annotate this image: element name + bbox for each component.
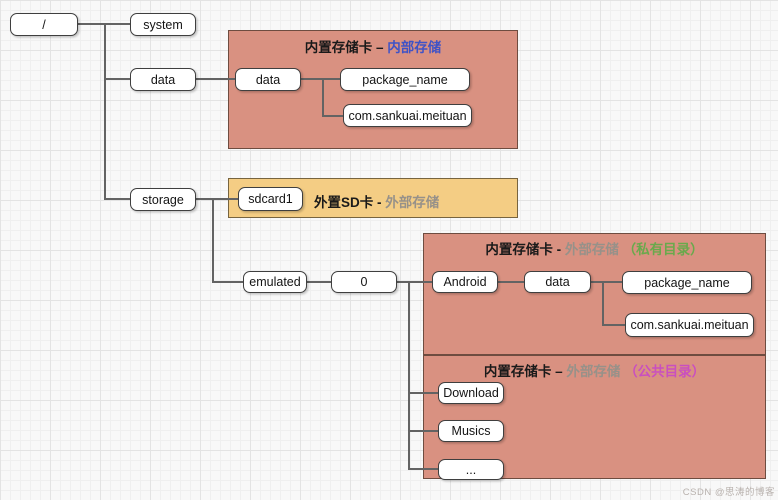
- edge-branch1-meituan: [322, 115, 343, 117]
- external-storage-box: [423, 233, 766, 479]
- external-public-title-tag: （公共目录）: [624, 364, 706, 379]
- edge-trunk-system: [104, 23, 130, 25]
- edge-storage-sdcard: [196, 198, 238, 200]
- node-data-external: data: [524, 271, 591, 293]
- node-sdcard1: sdcard1: [238, 187, 303, 211]
- edge-trunk1: [104, 23, 106, 200]
- edge-data2-branch: [301, 78, 323, 80]
- edge-android-data: [498, 281, 524, 283]
- node-android: Android: [432, 271, 498, 293]
- external-private-title-tag: （私有目录）: [622, 242, 704, 257]
- sdcard-box-title-main: 外置SD卡 -: [314, 195, 386, 210]
- internal-box-title: 内置存储卡 – 内部存储: [228, 36, 518, 56]
- edge-trunk2: [408, 281, 410, 470]
- edge-zero-trunk2: [397, 281, 410, 283]
- external-public-title-main: 内置存储卡 –: [483, 364, 567, 379]
- edge-root-trunk: [78, 23, 105, 25]
- node-zero: 0: [331, 271, 397, 293]
- edge-trunk2-more: [408, 468, 438, 470]
- csdn-watermark: CSDN @思涛的博客: [682, 487, 775, 498]
- edge-storage-down: [212, 198, 214, 283]
- edge-trunk2-android: [408, 281, 432, 283]
- edge-trunk-data: [104, 78, 130, 80]
- edge-branch1-package: [322, 78, 340, 80]
- edge-trunk2-musics: [408, 430, 438, 432]
- external-public-title: 内置存储卡 – 外部存储 （公共目录）: [423, 360, 766, 380]
- node-meituan-internal: com.sankuai.meituan: [343, 104, 472, 127]
- node-meituan-external: com.sankuai.meituan: [625, 313, 754, 337]
- node-emulated: emulated: [243, 271, 307, 293]
- edge-branch3-meituan: [602, 324, 625, 326]
- edge-branch3-package: [602, 281, 622, 283]
- edge-trunk-storage: [104, 198, 130, 200]
- node-data-tree: data: [130, 68, 196, 91]
- edge-emulated-zero: [307, 281, 331, 283]
- edge-data-to-internal: [196, 78, 235, 80]
- node-storage: storage: [130, 188, 196, 211]
- node-package-name-external: package_name: [622, 271, 752, 294]
- internal-box-title-main: 内置存储卡 –: [304, 40, 388, 55]
- sdcard-box-title: 外置SD卡 - 外部存储: [314, 191, 439, 211]
- internal-box-title-accent: 内部存储: [387, 40, 442, 55]
- edge-trunk2-download: [408, 392, 438, 394]
- edge-branch3-vertical: [602, 281, 604, 326]
- external-public-title-sub: 外部存储: [566, 364, 621, 379]
- external-private-title-sub: 外部存储: [564, 242, 619, 257]
- external-box-divider: [424, 354, 765, 356]
- node-root: /: [10, 13, 78, 36]
- external-private-title: 内置存储卡 - 外部存储 （私有目录）: [423, 238, 766, 258]
- edge-to-emulated: [212, 281, 243, 283]
- node-download: Download: [438, 382, 504, 404]
- node-more: ...: [438, 459, 504, 480]
- node-data-internal: data: [235, 68, 301, 91]
- external-private-title-main: 内置存储卡 -: [485, 242, 565, 257]
- node-package-name-internal: package_name: [340, 68, 470, 91]
- sdcard-box-title-sub: 外部存储: [385, 195, 440, 210]
- node-musics: Musics: [438, 420, 504, 442]
- edge-branch1-vertical: [322, 78, 324, 117]
- node-system: system: [130, 13, 196, 36]
- edge-data3-branch: [591, 281, 603, 283]
